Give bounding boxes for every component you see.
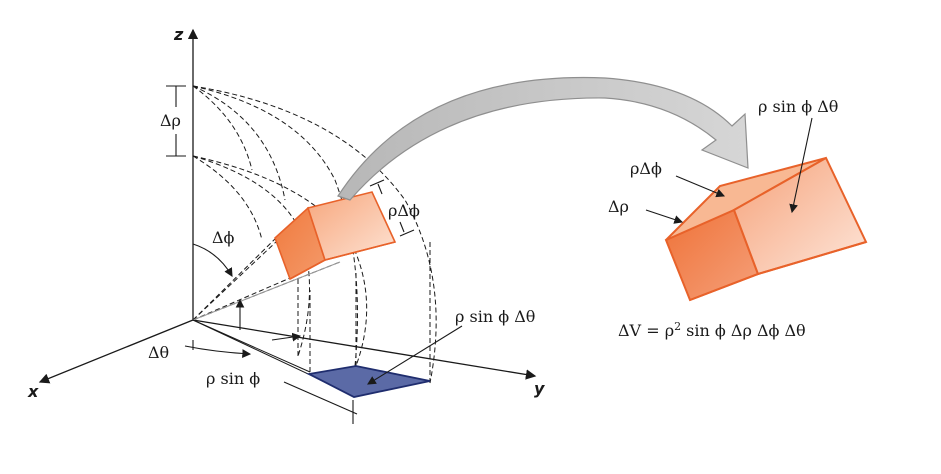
y-axis [192, 319, 537, 380]
delta-rho-bracket [166, 85, 186, 157]
delta-theta-arc [184, 345, 252, 358]
rho-sin-phi-label: ρ sin ϕ [206, 369, 260, 388]
delta-theta-label: Δθ [148, 343, 169, 362]
delta-rho-big-label: Δρ [608, 197, 629, 216]
formula-exp: 2 [674, 320, 681, 333]
wedge-bottom-edge [289, 241, 396, 280]
x-axis [38, 319, 194, 384]
big-wedge-bottom-edge [689, 241, 867, 301]
rho-sin-phi-bracket [192, 340, 358, 424]
axes-group: z x y [27, 25, 545, 401]
z-axis-label: z [173, 25, 184, 44]
volume-wedge [274, 191, 397, 281]
delta-rho-label: Δρ [160, 111, 181, 130]
rho-sin-phi-delta-theta-big-label: ρ sin ϕ Δθ [758, 97, 838, 116]
x-axis-label: x [27, 382, 39, 401]
delta-phi-arc [192, 243, 233, 277]
y-axis-label: y [534, 379, 545, 398]
wedge-front-face [306, 191, 397, 261]
rho-delta-phi-small-label: ρΔϕ [388, 201, 420, 220]
formula-rhs: sin ϕ Δρ Δϕ Δθ [681, 321, 806, 340]
rho-delta-phi-bracket [369, 179, 415, 237]
delta-theta-arc-2 [271, 332, 302, 342]
rho-sin-phi-delta-theta-base-label: ρ sin ϕ Δθ [455, 307, 535, 326]
formula-lhs: ΔV = ρ [618, 321, 674, 340]
rho-delta-phi-big-label: ρΔϕ [630, 159, 662, 178]
base-label-pointer [367, 325, 463, 385]
big-rho-pointer [645, 209, 684, 224]
dashed-arcs [192, 85, 437, 384]
volume-formula: ΔV = ρ2 sin ϕ Δρ Δϕ Δθ [618, 320, 806, 340]
delta-phi-label: Δϕ [212, 228, 235, 247]
big-top-pointer [789, 117, 813, 214]
gray-rays [192, 261, 341, 321]
enlarged-wedge [664, 156, 868, 302]
magnify-arrow [337, 76, 749, 201]
base-projection [306, 365, 431, 398]
big-phi-pointer [675, 175, 726, 198]
